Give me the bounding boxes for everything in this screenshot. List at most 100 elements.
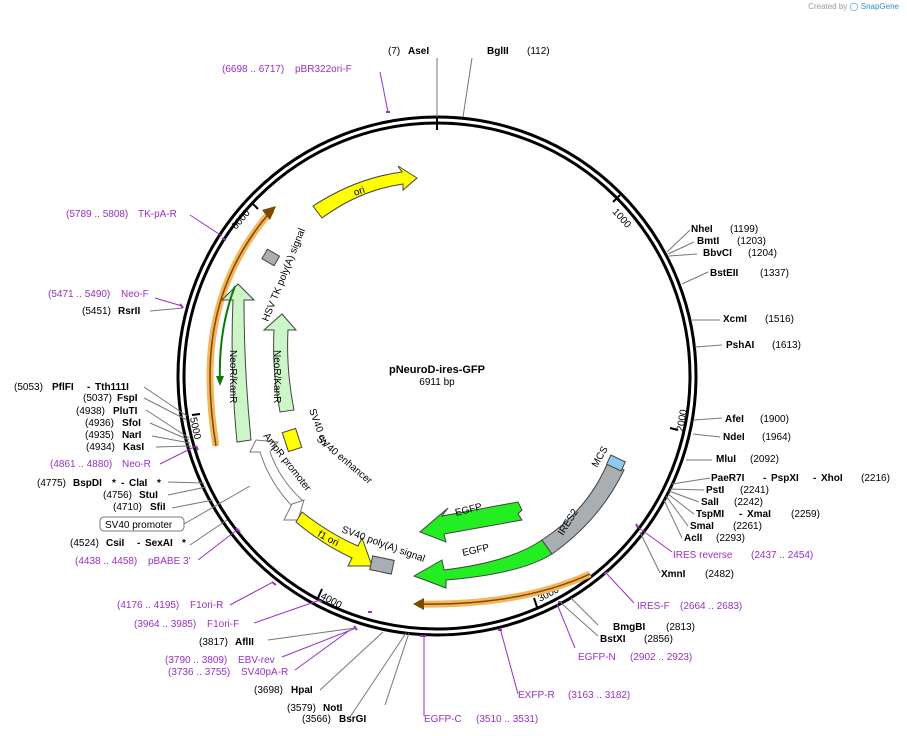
orange-arc-bottom xyxy=(413,570,592,610)
afei-name: AfeI xyxy=(725,414,744,425)
stui-pos: (4756) xyxy=(103,490,132,501)
sv40-ori-block xyxy=(281,427,303,453)
iresrev-range: (2437 .. 2454) xyxy=(751,550,813,561)
bsrgi-name: BsrGI xyxy=(339,714,366,725)
bglii-pos: (112) xyxy=(527,46,550,57)
psti-pos: (2241) xyxy=(740,485,769,496)
backbone xyxy=(176,115,698,637)
egfp-inner-feature: EGFP xyxy=(419,501,523,543)
mlui-pos: (2092) xyxy=(750,454,779,465)
egfp-outer-feature: EGFP xyxy=(412,539,553,589)
stui-name: StuI xyxy=(139,490,158,501)
noti-name: NotI xyxy=(323,703,343,714)
primer-marks xyxy=(179,111,639,637)
hsv-tk-polya-label: HSV TK poly(A) signal xyxy=(261,227,308,323)
sfii-pos: (4710) xyxy=(113,502,142,513)
tick-label-5000: 5000 xyxy=(187,416,202,440)
ebvrev-range: (3790 .. 3809) xyxy=(165,655,227,666)
xhoi-name: XhoI xyxy=(821,473,843,484)
pluti-name: PluTI xyxy=(113,406,138,417)
ori-label: ori xyxy=(352,185,366,199)
ires2-feature: IRES2 xyxy=(541,461,625,555)
tick-marks xyxy=(191,194,679,608)
sv40-enhancer-label: SV40 enhancer xyxy=(314,434,374,487)
paer7i-pos: (2216) xyxy=(861,473,890,484)
bglii-name: BglII xyxy=(487,46,509,57)
f1orir-name: F1ori-R xyxy=(190,600,223,611)
bsteii-name: BstEII xyxy=(710,268,739,279)
sv40-promoter-label: SV40 promoter xyxy=(105,520,173,531)
csii-sep: - xyxy=(137,538,140,549)
rsrii-name: RsrII xyxy=(118,306,140,317)
nari-pos: (4935) xyxy=(85,430,114,441)
xmni-name: XmnI xyxy=(661,569,686,580)
neof-range: (5471 .. 5490) xyxy=(48,289,110,300)
pbr322-name: pBR322ori-F xyxy=(295,64,352,75)
sfoi-name: SfoI xyxy=(122,418,141,429)
tick-label-2000: 2000 xyxy=(675,408,690,432)
fspi-pos: (5037) xyxy=(83,393,112,404)
f1orir-range: (4176 .. 4195) xyxy=(117,600,179,611)
exfpr-range: (3163 .. 3182) xyxy=(568,690,630,701)
neor-inner-feature: NeoR/KanR xyxy=(262,313,298,413)
nari-name: NarI xyxy=(122,430,142,441)
tick-label-6000: 6000 xyxy=(230,207,253,231)
primer-lines xyxy=(154,71,673,716)
ndei-pos: (1964) xyxy=(762,432,791,443)
egfp-outer-label: EGFP xyxy=(461,542,490,558)
f1orif-name: F1ori-F xyxy=(207,619,239,630)
sv40par-range: (3736 .. 3755) xyxy=(168,667,230,678)
iresf-range: (2664 .. 2683) xyxy=(680,601,742,612)
sexai-star: * xyxy=(182,538,186,549)
sali-pos: (2242) xyxy=(734,497,763,508)
acli-name: AclI xyxy=(684,533,703,544)
noti-pos: (3579) xyxy=(287,703,316,714)
egfpc-range: (3510 .. 3531) xyxy=(476,714,538,725)
afliii-pos: (3817) xyxy=(199,637,228,648)
xcmi-name: XcmI xyxy=(723,314,747,325)
bstxi-pos: (2856) xyxy=(644,634,673,645)
clai-star: * xyxy=(157,478,161,489)
ori-feature: ori xyxy=(312,165,418,219)
iresrev-name: IRES reverse xyxy=(673,550,733,561)
tspmi-sep: - xyxy=(739,509,742,520)
pflfi-pos: (5053) xyxy=(14,382,43,393)
paer7i-sep: - xyxy=(763,473,766,484)
tkpa-name: TK-pA-R xyxy=(138,209,177,220)
plasmid-name: pNeuroD-ires-GFP xyxy=(389,364,485,376)
sv40-promoter-line xyxy=(183,485,251,525)
sv40-polya-block xyxy=(369,555,395,575)
tkpa-range: (5789 .. 5808) xyxy=(66,209,128,220)
pflfi-sep: - xyxy=(87,382,90,393)
f1orif-range: (3964 .. 3985) xyxy=(134,619,196,630)
hsv-tk-block xyxy=(261,248,281,267)
pspxi-name: PspXI xyxy=(771,473,799,484)
sv40par-name: SV40pA-R xyxy=(241,667,288,678)
bstxi-name: BstXI xyxy=(600,634,626,645)
pshai-name: PshAI xyxy=(726,340,755,351)
rsrii-pos: (5451) xyxy=(82,306,111,317)
csii-pos: (4524) xyxy=(70,538,99,549)
bsrgi-pos: (3566) xyxy=(302,714,331,725)
bmti-pos: (1203) xyxy=(737,236,766,247)
neor-inner-label: NeoR/KanR xyxy=(271,350,282,403)
neor-name: Neo-R xyxy=(122,459,151,470)
pshai-pos: (1613) xyxy=(772,340,801,351)
psti-name: PstI xyxy=(706,485,725,496)
snapgene-logo-icon: ◯ xyxy=(849,2,859,11)
bmgbi-name: BmgBI xyxy=(613,622,645,633)
neor-outer-feature: NeoR/KanR xyxy=(216,283,256,443)
xmai-name: XmaI xyxy=(747,509,771,520)
snapgene-credit: Created by ◯ SnapGene xyxy=(808,2,899,11)
pbabe-name: pBABE 3' xyxy=(148,556,191,567)
afliii-name: AflII xyxy=(235,637,254,648)
orange-arc-outer xyxy=(206,206,276,447)
bbvci-name: BbvCI xyxy=(703,248,732,259)
bspdi-pos: (4775) xyxy=(37,478,66,489)
bbvci-pos: (1204) xyxy=(748,248,777,259)
egfpn-name: EGFP-N xyxy=(578,652,616,663)
smai-pos: (2261) xyxy=(733,521,762,532)
iresf-name: IRES-F xyxy=(637,601,670,612)
neof-name: Neo-F xyxy=(121,289,149,300)
